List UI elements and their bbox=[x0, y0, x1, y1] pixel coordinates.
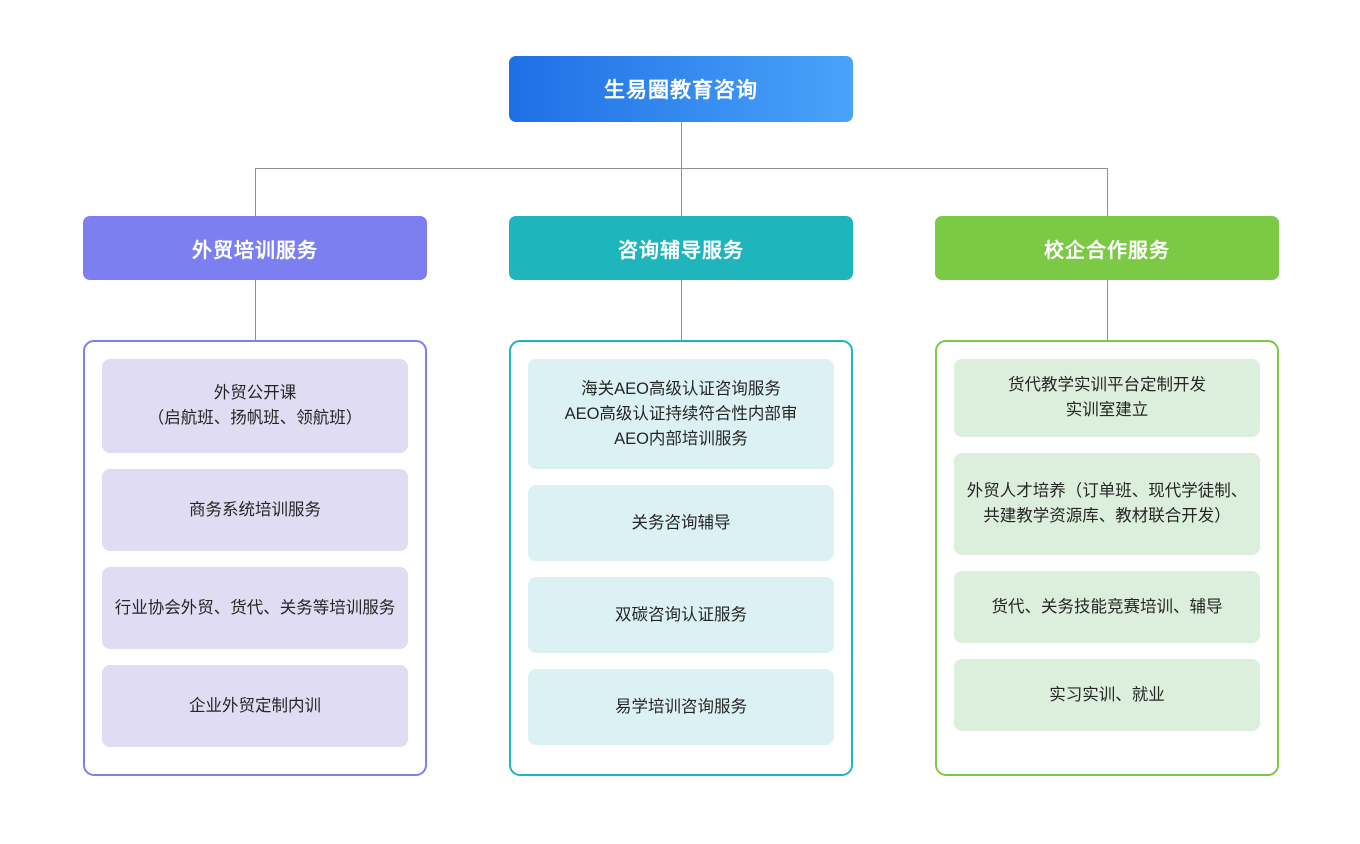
connector-drop-col-2 bbox=[1107, 168, 1108, 216]
category-header-label: 校企合作服务 bbox=[1044, 239, 1170, 262]
category-panel-waimao-peixun: 外贸公开课 （启航班、扬帆班、领航班） 商务系统培训服务 行业协会外贸、货代、关… bbox=[83, 340, 427, 776]
category-header-waimao-peixun[interactable]: 外贸培训服务 bbox=[83, 216, 427, 280]
service-card[interactable]: 企业外贸定制内训 bbox=[102, 665, 408, 747]
service-card[interactable]: 货代教学实训平台定制开发 实训室建立 bbox=[954, 359, 1260, 437]
service-card[interactable]: 外贸公开课 （启航班、扬帆班、领航班） bbox=[102, 359, 408, 453]
connector-header-panel-col-2 bbox=[1107, 280, 1108, 340]
connector-drop-col-1 bbox=[681, 168, 682, 216]
root-node-label: 生易圈教育咨询 bbox=[604, 79, 758, 102]
service-card[interactable]: 实习实训、就业 bbox=[954, 659, 1260, 731]
connector-header-panel-col-0 bbox=[255, 280, 256, 340]
service-card[interactable]: 海关AEO高级认证咨询服务 AEO高级认证持续符合性内部审 AEO内部培训服务 bbox=[528, 359, 834, 469]
connector-header-panel-col-1 bbox=[681, 280, 682, 340]
category-panel-zixun-fudao: 海关AEO高级认证咨询服务 AEO高级认证持续符合性内部审 AEO内部培训服务 … bbox=[509, 340, 853, 776]
category-header-label: 咨询辅导服务 bbox=[618, 239, 744, 262]
service-card[interactable]: 货代、关务技能竞赛培训、辅导 bbox=[954, 571, 1260, 643]
connector-drop-col-0 bbox=[255, 168, 256, 216]
service-card[interactable]: 商务系统培训服务 bbox=[102, 469, 408, 551]
category-panel-xiaoqi-hezuo: 货代教学实训平台定制开发 实训室建立 外贸人才培养（订单班、现代学徒制、共建教学… bbox=[935, 340, 1279, 776]
service-card[interactable]: 易学培训咨询服务 bbox=[528, 669, 834, 745]
root-node[interactable]: 生易圈教育咨询 bbox=[509, 56, 853, 122]
category-header-xiaoqi-hezuo[interactable]: 校企合作服务 bbox=[935, 216, 1279, 280]
category-header-label: 外贸培训服务 bbox=[192, 239, 318, 262]
category-header-zixun-fudao[interactable]: 咨询辅导服务 bbox=[509, 216, 853, 280]
service-card[interactable]: 双碳咨询认证服务 bbox=[528, 577, 834, 653]
service-card[interactable]: 关务咨询辅导 bbox=[528, 485, 834, 561]
service-card[interactable]: 行业协会外贸、货代、关务等培训服务 bbox=[102, 567, 408, 649]
connector-root-stem bbox=[681, 122, 682, 168]
service-card[interactable]: 外贸人才培养（订单班、现代学徒制、共建教学资源库、教材联合开发） bbox=[954, 453, 1260, 555]
